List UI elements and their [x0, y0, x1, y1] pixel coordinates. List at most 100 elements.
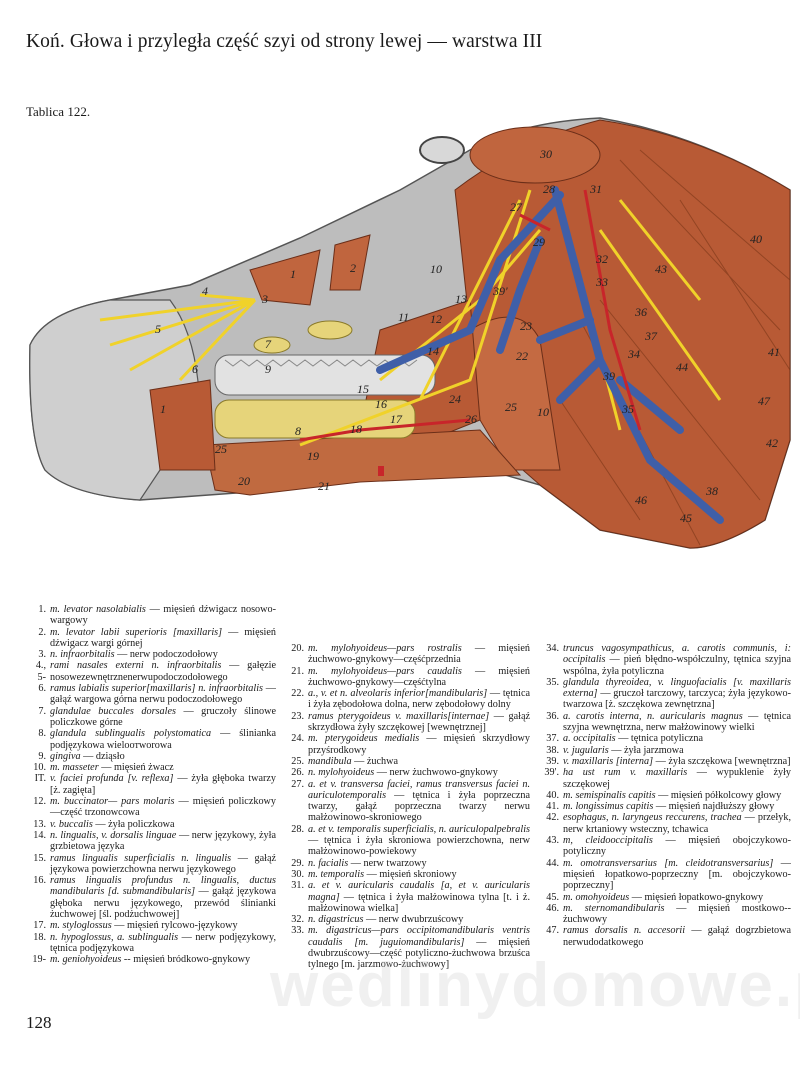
legend-latin-term: a. occipitalis	[563, 733, 616, 745]
legend-entry: 14.n. lingualis, v. dorsalis linguae — n…	[26, 830, 276, 853]
legend-number: 9.	[38, 750, 46, 762]
legend-entry: 33.m. digastricus—pars occipitomandibula…	[284, 925, 530, 970]
legend-entry: 3.n. infraorbitalis — nerw podoczodołowy	[26, 649, 276, 660]
legend-polish-term: — żuchwa	[351, 755, 398, 767]
legend-column-1: 1.m. levator nasolabialis — mięsień dźwi…	[26, 604, 276, 966]
figure-label: 27	[510, 200, 523, 214]
figure-label: 1	[160, 402, 166, 416]
legend-number: 6.	[38, 683, 46, 695]
legend-polish-term: — mięsień żuchwowo-gnykowy—częśćprzednia	[308, 643, 530, 666]
legend-polish-term: — mięsień skroniowy	[364, 868, 457, 880]
legend-number: 23.	[291, 710, 304, 722]
legend-number: 22.	[291, 688, 304, 700]
legend-polish-term: — mięsień półkolcowy głowy	[655, 789, 782, 801]
legend-polish-term: — gałąź dogrzbietowa nerwudodatkowego	[563, 925, 792, 948]
legend-entry: 47.ramus dorsalis n. accesorii — gałąź d…	[539, 925, 791, 948]
legend-polish-term: — dziąsło	[80, 750, 125, 762]
legend-entry: 6.ramus labialis superior[maxillaris] n.…	[26, 683, 276, 706]
legend-polish-term: — gałąź wargowa górna nerwu podoczodołow…	[50, 683, 276, 706]
legend-number: 19-	[32, 954, 46, 966]
legend-polish-term: — przełyk, nerw krtaniowy wsteczny, tcha…	[563, 812, 791, 835]
legend-number: 34.	[546, 643, 559, 654]
legend-entry: 22. a., v. et n. alveolaris inferior[mand…	[284, 688, 530, 711]
legend-entry: 42.esophagus, n. laryngeus reccurens, tr…	[539, 812, 791, 835]
legend-polish-term: — żyła głęboka twarzy [ż. zagięta]	[50, 773, 276, 796]
legend-polish-term: — pień błędno-współczulny, tętnica szyjn…	[563, 654, 791, 677]
legend-number: 39'.	[544, 767, 559, 779]
figure-label: 42	[766, 436, 778, 450]
legend-latin-term: glandula thyreoidea, v. linguofacialis […	[563, 676, 791, 700]
legend-number: 10.	[33, 762, 46, 774]
legend-number: 21.	[291, 665, 304, 677]
legend-entry: 32.n. digastricus — nerw dwubrzuścowy	[284, 914, 530, 925]
legend-latin-term: m. sternomandibularis	[563, 902, 665, 914]
legend-polish-term: — mięsień mostkowo--żuchwowy	[563, 902, 791, 926]
legend-polish-term: — nerw dwubrzuścowy	[363, 914, 464, 926]
legend-number: 29.	[291, 857, 304, 869]
legend-latin-term: v. buccalis	[50, 818, 93, 830]
figure-label: 28	[543, 182, 555, 196]
legend-entry: 35.glandula thyreoidea, v. linguofaciali…	[539, 677, 791, 711]
legend-polish-term: — żyła policzkowa	[92, 818, 175, 830]
legend-entry: 24.m. pterygoideus medialis — mięsień sk…	[284, 733, 530, 756]
legend-polish-term: — mięsień łopatkowo-gnykowy	[629, 891, 764, 903]
legend-latin-term: m. semispinalis capitis	[563, 789, 656, 801]
legend-latin-term: m. mylohyoideus—pars caudalis	[308, 665, 462, 677]
legend-number: 43.	[546, 835, 559, 847]
legend-latin-term: a. et v. temporalis superficialis, n. au…	[308, 823, 530, 835]
legend-latin-term: m. pterygoideus medialis	[308, 733, 420, 745]
figure-label: 6	[192, 362, 198, 376]
legend-latin-term: ramus pterygoideus v. maxillaris[interna…	[308, 710, 490, 722]
legend-entry: 28.a. et v. temporalis superficialis, n.…	[284, 824, 530, 858]
figure-label: 30	[539, 147, 552, 161]
legend-number: 15.	[33, 852, 46, 864]
legend-latin-term: truncus vagosympathicus, a. carotis comm…	[563, 643, 791, 666]
legend-latin-term: m, cleidooccipitalis	[563, 835, 653, 847]
artery-paths	[299, 189, 642, 442]
legend-latin-term: n. facialis	[308, 857, 349, 869]
legend-entry: 44. m. omotransversarius [m. cleidotransv…	[539, 858, 791, 892]
figure-label: 37	[644, 329, 658, 343]
figure-label: 31	[589, 182, 602, 196]
legend-entry: 10.m. masseter — mięsień żwacz	[26, 762, 276, 773]
legend-polish-term: — gruczoł tarczowy, tarczyca; żyła język…	[563, 688, 791, 711]
figure-label: 10	[430, 262, 442, 276]
legend-latin-term: m. temporalis	[308, 868, 365, 880]
figure-label: 8	[295, 424, 301, 438]
muscle-levator	[249, 249, 321, 306]
legend-latin-term: m. masseter	[50, 762, 99, 774]
legend-polish-term: — nerw twarzowy	[348, 857, 427, 869]
legend-number: 8.	[38, 728, 46, 740]
legend-latin-term: m. omotransversarius [m. cleidotransvers…	[563, 857, 774, 869]
legend-polish-term: — mięsień najdłuższy głowy	[653, 801, 775, 813]
legend-entry: 23. ramus pterygoideus v. maxillaris[inte…	[284, 711, 530, 734]
legend-latin-term: n. hypoglossus, a. sublingualis	[50, 931, 179, 943]
legend-entry: 38.v. jugularis — żyła jarzmowa	[539, 745, 791, 756]
figure-label: 26	[465, 412, 477, 426]
legend-number: 44.	[546, 857, 559, 869]
figure-label: 40	[750, 232, 762, 246]
legend-entry: 19-m. geniohyoideus -- mięsień bródkowo-…	[26, 954, 276, 965]
figure-label: 20	[238, 474, 250, 488]
figure-label: 25	[215, 442, 227, 456]
figure-label: 45	[680, 511, 692, 525]
legend-entry: 41.m. longissimus capitis — mięsień najd…	[539, 801, 791, 812]
legend-latin-term: m. mylohyoideus—pars rostralis	[308, 643, 462, 654]
legend-latin-term: m. omohyoideus	[563, 891, 630, 903]
figure-label: 38	[705, 484, 718, 498]
legend-number: 36.	[546, 710, 559, 722]
legend-entry: 43.m, cleidooccipitalis — mięsień obojcz…	[539, 835, 791, 858]
page-title: Koń. Głowa i przyległa część szyi od str…	[26, 31, 543, 52]
figure-label: 14	[427, 344, 439, 358]
legend-latin-term: m. longissimus capitis	[563, 801, 654, 813]
figure-label: 43	[655, 262, 667, 276]
legend-number: 26.	[291, 767, 304, 779]
legend-polish-term: — gałąź językowa powierzchowna nerwu jęz…	[50, 852, 276, 875]
legend-polish-term: — mięsień dźwigacz nosowo-wargowy	[50, 604, 276, 627]
legend-entry: 12.m. buccinator— pars molaris — mięsień…	[26, 796, 276, 819]
figure-label: 24	[449, 392, 461, 406]
legend-entry: 15.ramus lingualis superficialis n. ling…	[26, 853, 276, 876]
legend-number: 31.	[291, 880, 304, 892]
legend-latin-term: a., v. et n. alveolaris inferior[mandibu…	[308, 688, 488, 700]
